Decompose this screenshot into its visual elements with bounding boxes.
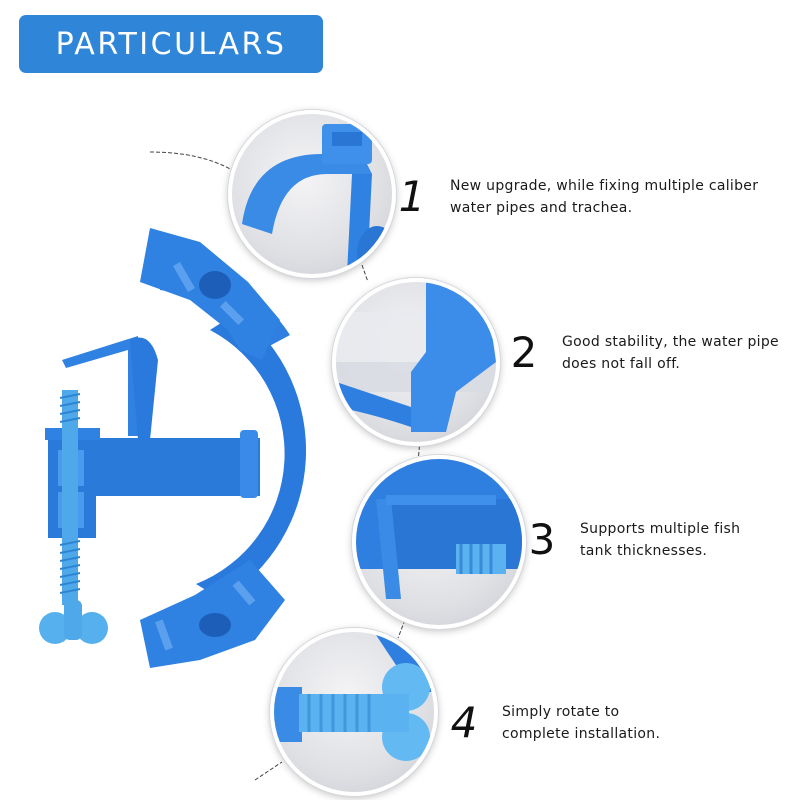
feature-number: 3 [528, 515, 556, 564]
detail-circle-3 [352, 455, 526, 629]
feature-description: Supports multiple fish tank thicknesses. [580, 520, 741, 559]
thumb-screw [39, 390, 108, 644]
feature-number: 2 [510, 328, 538, 377]
title-text: PARTICULARS [55, 26, 287, 62]
screw-detail-icon [274, 632, 434, 761]
feature-1: 1 New upgrade, while fixing multiple cal… [392, 172, 758, 221]
feature-number: 4 [450, 698, 478, 747]
detail-circle-1 [228, 110, 396, 278]
feature-3: 3 Supports multiple fish tank thicknesse… [522, 515, 740, 564]
feature-description: Good stability, the water pipe does not … [562, 333, 779, 372]
tank-clamp-detail-icon [356, 459, 522, 599]
clip-body [45, 228, 307, 668]
hook-detail-icon [242, 124, 392, 274]
feature-description: New upgrade, while fixing multiple calib… [450, 177, 759, 216]
feature-description: Simply rotate to complete installation. [502, 703, 661, 742]
detail-circle-2 [332, 278, 500, 446]
feature-2: 2 Good stability, the water pipe does no… [504, 328, 779, 377]
title-badge: PARTICULARS [19, 15, 323, 73]
pipe-detail-icon [336, 282, 496, 432]
feature-number: 1 [398, 172, 426, 221]
feature-4: 4 Simply rotate to complete installation… [444, 698, 660, 747]
detail-circle-4 [270, 628, 438, 796]
